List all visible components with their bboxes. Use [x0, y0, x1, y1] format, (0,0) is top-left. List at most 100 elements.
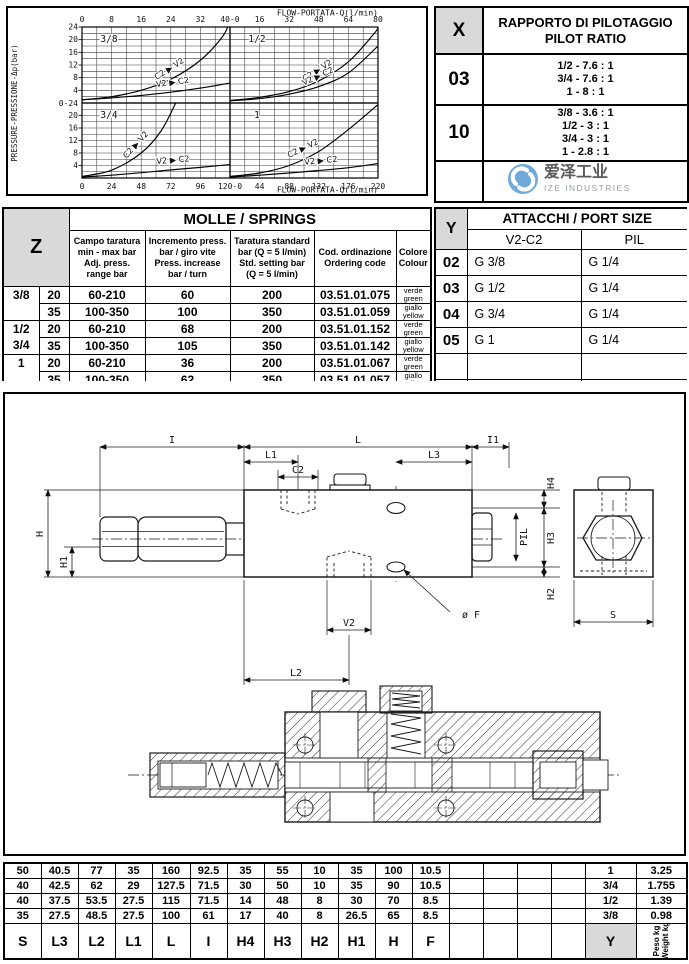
spring-order-code: 03.51.01.142 — [313, 336, 397, 355]
dim-label-l: L — [355, 435, 361, 446]
springs-table-wrap: Z MOLLE / SPRINGS Campo taratura min - m… — [2, 207, 432, 381]
port-corner-label: Y — [434, 207, 468, 250]
springs-corner-label: Z — [2, 207, 70, 287]
pilot-empty-cell — [434, 160, 484, 203]
subplot-title: 3/8 — [100, 34, 117, 45]
dim-value-cell: 30 — [226, 877, 265, 894]
port-code: 05 — [434, 326, 468, 354]
dim-header-cell: H1 — [337, 922, 376, 960]
curve-label: V2 ▶ C2 — [304, 154, 338, 167]
dim-value-cell: 127.5 — [151, 877, 191, 894]
dim-value-cell: 40 — [3, 892, 42, 909]
dim-value-cell: 14 — [226, 892, 265, 909]
x-tick-bottom: 88 — [284, 182, 294, 191]
x-tick-top: 8 — [109, 15, 114, 24]
spring-order-code: 03.51.01.067 — [313, 353, 397, 372]
dim-label-v2: V2 — [343, 618, 355, 629]
springs-size: 1/2 3/4 — [2, 319, 40, 355]
dim-value-cell: 55 — [263, 862, 302, 879]
dim-value-cell: 0.98 — [635, 907, 688, 924]
y-tick: 16 — [68, 48, 78, 57]
dim-value-cell: 50 — [3, 862, 42, 879]
spring-std: 200 — [229, 353, 315, 372]
dim-value-cell: 100 — [374, 862, 413, 879]
springs-table: Z MOLLE / SPRINGS Campo taratura min - m… — [2, 207, 432, 381]
dim-value-cell — [482, 892, 518, 909]
ize-logo: 爱泽工业 IZE INDUSTRIES — [507, 163, 629, 194]
pilot-title: RAPPORTO DI PILOTAGGIO PILOT RATIO — [482, 6, 689, 55]
dim-value-cell: 26.5 — [337, 907, 376, 924]
spring-colour: giallo yellow — [395, 370, 432, 381]
spring-range: 60-210 — [68, 319, 146, 338]
x-tick-top: 32 — [196, 15, 206, 24]
technical-drawing: I L I1 L1 L3 C2 V2 L2 S H H1 H4 H3 H2 PI… — [35, 435, 654, 823]
dim-header-cell — [516, 922, 552, 960]
logo-swirl-icon — [516, 171, 535, 192]
dim-value-cell — [482, 862, 518, 879]
section-hex-plug — [311, 690, 367, 713]
curve-c2-v2 — [230, 104, 378, 178]
spring-code: 20 — [38, 319, 70, 338]
top-plug — [329, 473, 371, 491]
port-v2c2: G 1/2 — [466, 274, 582, 302]
x-tick-junction-bottom: 120-0 — [218, 182, 242, 191]
subplot-title: 1/2 — [248, 34, 265, 45]
spring-code: 35 — [38, 302, 70, 321]
x-axis-title-bottom: FLOW-PORTATA-Q(l/min) — [277, 186, 378, 194]
spring-code: 35 — [38, 370, 70, 381]
dim-label-s: S — [610, 610, 616, 621]
dim-value-cell: 8 — [300, 907, 339, 924]
pilot-code: 03 — [434, 53, 484, 106]
dim-value-cell — [448, 892, 484, 909]
dim-value-cell: 61 — [189, 907, 228, 924]
port-size-table: Y ATTACCHI / PORT SIZE V2-C2 PIL 02 G 3/… — [434, 207, 687, 381]
dim-value-cell: 10.5 — [411, 877, 450, 894]
x-tick-bottom: 44 — [255, 182, 265, 191]
port-size-table-wrap: Y ATTACCHI / PORT SIZE V2-C2 PIL 02 G 3/… — [434, 207, 687, 381]
curve-v2-c2 — [230, 45, 378, 102]
spring-colour: verde green — [395, 319, 432, 338]
port-empty-cell — [434, 352, 468, 380]
dim-value-cell: 35 — [114, 862, 153, 879]
dim-label-f: ø F — [462, 610, 480, 621]
y-tick: 20 — [68, 111, 78, 120]
port-code: 03 — [434, 274, 468, 302]
subplot-title: 3/4 — [100, 110, 117, 121]
dim-value-cell: 48.5 — [77, 907, 116, 924]
spring-order-code: 03.51.01.152 — [313, 319, 397, 338]
curve-c2-v2 — [82, 103, 177, 178]
dim-value-cell: 90 — [374, 877, 413, 894]
dim-value-cell: 10 — [300, 862, 339, 879]
port-pil: G 1/4 — [580, 326, 687, 354]
y-tick: 20 — [68, 35, 78, 44]
x-tick-bottom: 48 — [136, 182, 146, 191]
dim-value-cell: 30 — [337, 892, 376, 909]
dim-label-l2: L2 — [290, 668, 302, 679]
dim-value-cell: 35 — [337, 862, 376, 879]
x-tick-top: 80 — [373, 15, 383, 24]
spring-increase: 68 — [144, 319, 231, 338]
dim-header-cell: H3 — [263, 922, 302, 960]
y-tick-junction: 0-24 — [59, 99, 78, 108]
spring-code: 20 — [38, 353, 70, 372]
dim-value-cell — [448, 862, 484, 879]
curve-label: V2 ▶ C2 — [155, 75, 189, 89]
springs-size: 1 — [2, 353, 40, 381]
spring-order-code: 03.51.01.059 — [313, 302, 397, 321]
dim-value-cell: 48 — [263, 892, 302, 909]
x-tick-bottom: 96 — [196, 182, 206, 191]
main-spring — [207, 761, 283, 789]
spring-range: 60-210 — [68, 285, 146, 304]
spring-std: 350 — [229, 370, 315, 381]
port-code: 02 — [434, 248, 468, 276]
dim-value-cell: 62 — [77, 877, 116, 894]
springs-title: MOLLE / SPRINGS — [68, 207, 432, 231]
port-pil: G 1/4 — [580, 300, 687, 328]
port-col1-header: V2-C2 — [466, 228, 582, 250]
port-v2c2: G 3/4 — [466, 300, 582, 328]
spring-colour: giallo yellow — [395, 302, 432, 321]
